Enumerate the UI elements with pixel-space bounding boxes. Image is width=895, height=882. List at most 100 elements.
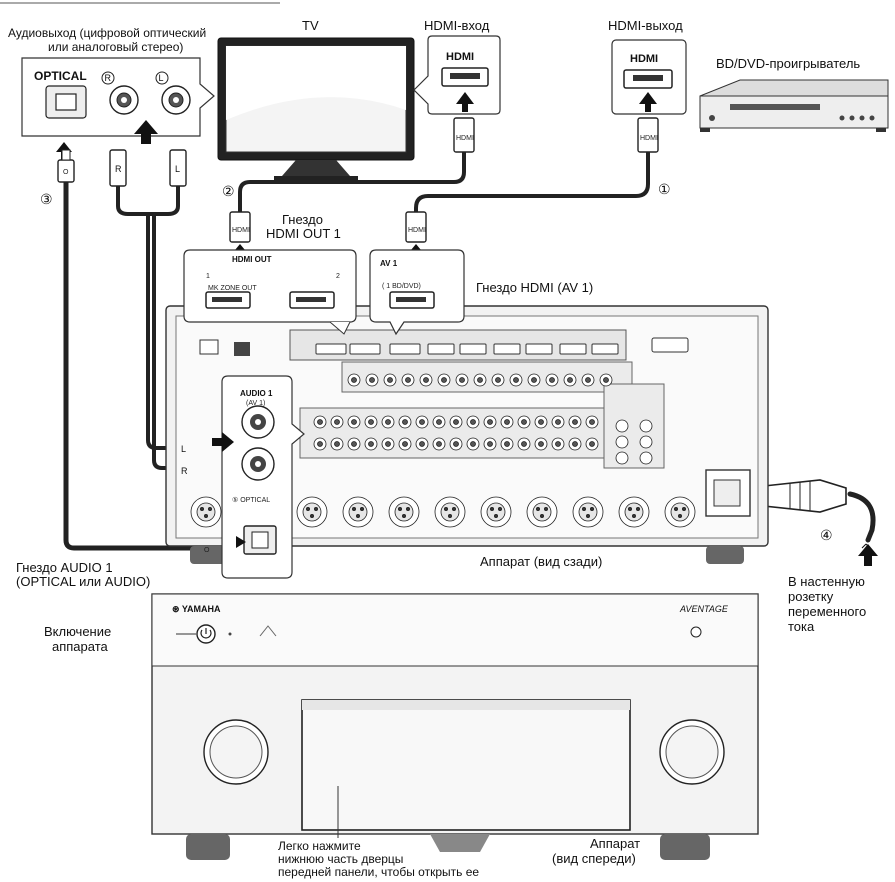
rear-jack — [385, 441, 391, 447]
rca-r-mark: R — [105, 73, 112, 83]
rear-jack — [504, 441, 510, 447]
rear-jack — [419, 441, 425, 447]
rear-jack — [317, 441, 323, 447]
hdmi-out-1-num: 1 — [206, 273, 210, 280]
rear-jack — [355, 514, 360, 519]
hdmi-out-panel-title: HDMI OUT — [232, 255, 272, 264]
rear-jack — [636, 506, 641, 511]
optical-end-text: O — [204, 547, 210, 554]
hdmi-out-sub: MK ZONE OUT — [208, 285, 257, 292]
rear-jack — [493, 514, 498, 519]
rear-jack — [385, 419, 391, 425]
rear-jack — [405, 506, 410, 511]
rear-jack — [447, 514, 452, 519]
power-on-label-1: Включение — [44, 624, 112, 639]
hdmi-out-box: HDMI — [611, 39, 687, 115]
rear-jack — [497, 506, 502, 511]
audio1-label-2: (OPTICAL или AUDIO) — [16, 574, 151, 589]
hdmi-in-port-label: HDMI — [446, 51, 474, 63]
rear-jack — [305, 506, 310, 511]
rear-jack — [572, 441, 578, 447]
step-3: ③ — [40, 191, 53, 207]
cables — [63, 148, 876, 551]
rear-jack — [586, 514, 591, 519]
rear-jack — [489, 506, 494, 511]
rear-jack — [351, 506, 356, 511]
rear-jack — [486, 502, 506, 522]
rear-jack — [402, 419, 408, 425]
hdmi-plug-bd — [637, 117, 659, 153]
optical-5-label: ⑤ OPTICAL — [232, 496, 270, 504]
rear-jack — [313, 506, 318, 511]
rca-l-end-text: L — [181, 444, 186, 454]
hdmi-out-label: HDMI-выход — [608, 18, 683, 33]
door-label-3: передней панели, чтобы открыть ее — [278, 865, 480, 879]
rear-jack — [682, 506, 687, 511]
rear-jack — [203, 514, 208, 519]
rear-jack — [521, 441, 527, 447]
rear-foot-right — [706, 546, 744, 564]
rear-jack — [589, 419, 595, 425]
rear-jack — [199, 506, 204, 511]
bd-player-icon — [699, 79, 889, 132]
step-2: ② — [222, 183, 235, 199]
hdmi-out1-label-2: HDMI OUT 1 — [266, 226, 341, 241]
rear-jack — [632, 514, 637, 519]
av1-title: AV 1 — [380, 259, 398, 268]
hdmi-plug-out1 — [229, 211, 251, 243]
rear-jack — [540, 514, 545, 519]
hdmi-plug-av1-text: HDMI — [408, 227, 426, 234]
rear-jack — [440, 502, 460, 522]
audio1-sub: (AV 1) — [246, 400, 265, 407]
rear-jack — [628, 506, 633, 511]
rear-jack — [397, 506, 402, 511]
rear-jack — [590, 506, 595, 511]
rear-jack — [302, 502, 322, 522]
rear-foot-left — [190, 546, 228, 564]
rear-jack — [387, 377, 393, 383]
tv-icon — [217, 37, 415, 181]
rear-jack — [615, 419, 629, 433]
rear-jack — [351, 377, 357, 383]
audio-output-box: OPTICAL — [21, 57, 215, 160]
rear-jack — [639, 419, 653, 433]
audio-out-label-2: или аналоговый стерео) — [48, 40, 184, 54]
rear-jack — [615, 451, 629, 465]
rear-jack — [419, 419, 425, 425]
rear-jack — [436, 441, 442, 447]
rear-jack — [334, 441, 340, 447]
rear-jack — [487, 441, 493, 447]
yamaha-logo-text: ⊛ YAMAHA — [172, 604, 221, 614]
rear-jack — [544, 506, 549, 511]
rca-r-plug-text: R — [115, 164, 122, 174]
rear-jack — [536, 506, 541, 511]
av1-panel-callout — [369, 249, 465, 336]
rear-jack — [624, 502, 644, 522]
rca-l-plug-text: L — [175, 164, 180, 174]
unit-front-label-2: (вид спереди) — [552, 851, 636, 866]
av1-sub: ( 1 BD/DVD) — [382, 283, 421, 290]
rear-jack — [359, 506, 364, 511]
step-4: ④ — [820, 527, 833, 543]
rear-jack — [348, 502, 368, 522]
rear-jack — [603, 377, 609, 383]
rear-jack — [309, 514, 314, 519]
rear-jack — [470, 441, 476, 447]
rear-jack — [402, 441, 408, 447]
door-label-2: нижнюю часть дверцы — [278, 852, 404, 866]
rca-l-plug — [169, 149, 187, 187]
rear-jack — [674, 506, 679, 511]
rear-jack — [470, 419, 476, 425]
rear-jack — [317, 419, 323, 425]
rear-jack — [405, 377, 411, 383]
front-door — [301, 699, 631, 831]
rear-jack — [555, 419, 561, 425]
rear-jack — [585, 377, 591, 383]
rear-jack — [368, 419, 374, 425]
power-plug — [763, 479, 847, 513]
rear-jack — [504, 419, 510, 425]
power-on-label-2: аппарата — [52, 639, 108, 654]
rear-jack — [369, 377, 375, 383]
hdmi-out-panel-callout — [183, 249, 357, 335]
